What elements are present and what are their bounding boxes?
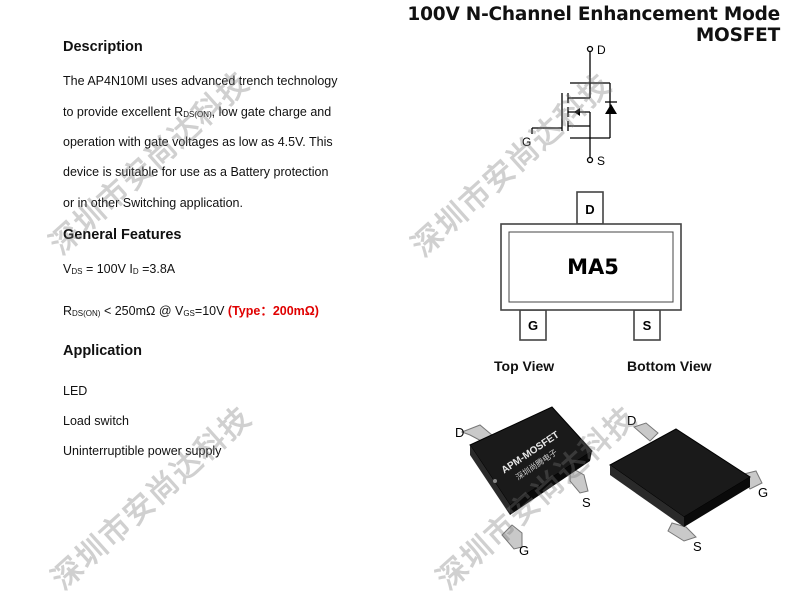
application-item: LED <box>63 384 88 398</box>
page-title: 100V N-Channel Enhancement Mode MOSFET <box>407 4 780 46</box>
application-heading: Application <box>63 343 142 359</box>
photo-top-pin-s: S <box>582 495 591 510</box>
description-heading: Description <box>63 39 143 55</box>
features-heading: General Features <box>63 227 182 243</box>
application-item: Uninterruptible power supply <box>63 444 222 458</box>
package-pin-s: S <box>643 318 652 333</box>
package-marking: MA5 <box>567 255 619 279</box>
application-item: Load switch <box>63 414 130 428</box>
package-outline: D G S MA5 <box>500 191 682 341</box>
photo-top-pin-g: G <box>519 543 529 557</box>
package-pin-d: D <box>585 202 594 217</box>
typical-value: (Type：200mΩ) <box>227 304 319 318</box>
mosfet-symbol: D G S <box>522 43 617 168</box>
photo-bottom-pin-s: S <box>693 539 702 554</box>
package-photo-bottom: D G S <box>609 413 768 554</box>
feature-voltage-current: VDS = 100V ID =3.8A <box>63 262 176 276</box>
description-line-5: or in other Switching application. <box>63 196 243 210</box>
package-pin-g: G <box>528 318 538 333</box>
photo-bottom-pin-d: D <box>627 413 636 428</box>
symbol-pin-s: S <box>597 154 605 168</box>
symbol-pin-g: G <box>522 135 531 149</box>
description-line-4: device is suitable for use as a Battery … <box>63 165 329 179</box>
top-view-label: Top View <box>494 358 555 374</box>
bottom-view-label: Bottom View <box>627 358 712 374</box>
photo-bottom-pin-g: G <box>758 485 768 500</box>
photo-top-pin-d: D <box>455 425 464 440</box>
description-line-2: to provide excellent RDS(ON), low gate c… <box>63 105 332 119</box>
symbol-pin-d: D <box>597 43 606 57</box>
feature-rdson: RDS(ON) < 250mΩ @ VGS=10V (Type：200mΩ) <box>63 304 319 318</box>
description-line-1: The AP4N10MI uses advanced trench techno… <box>63 74 338 88</box>
package-photo-top: APM-MOSFET 深圳尚腾电子 D S G <box>455 406 593 557</box>
description-line-3: operation with gate voltages as low as 4… <box>63 135 333 149</box>
